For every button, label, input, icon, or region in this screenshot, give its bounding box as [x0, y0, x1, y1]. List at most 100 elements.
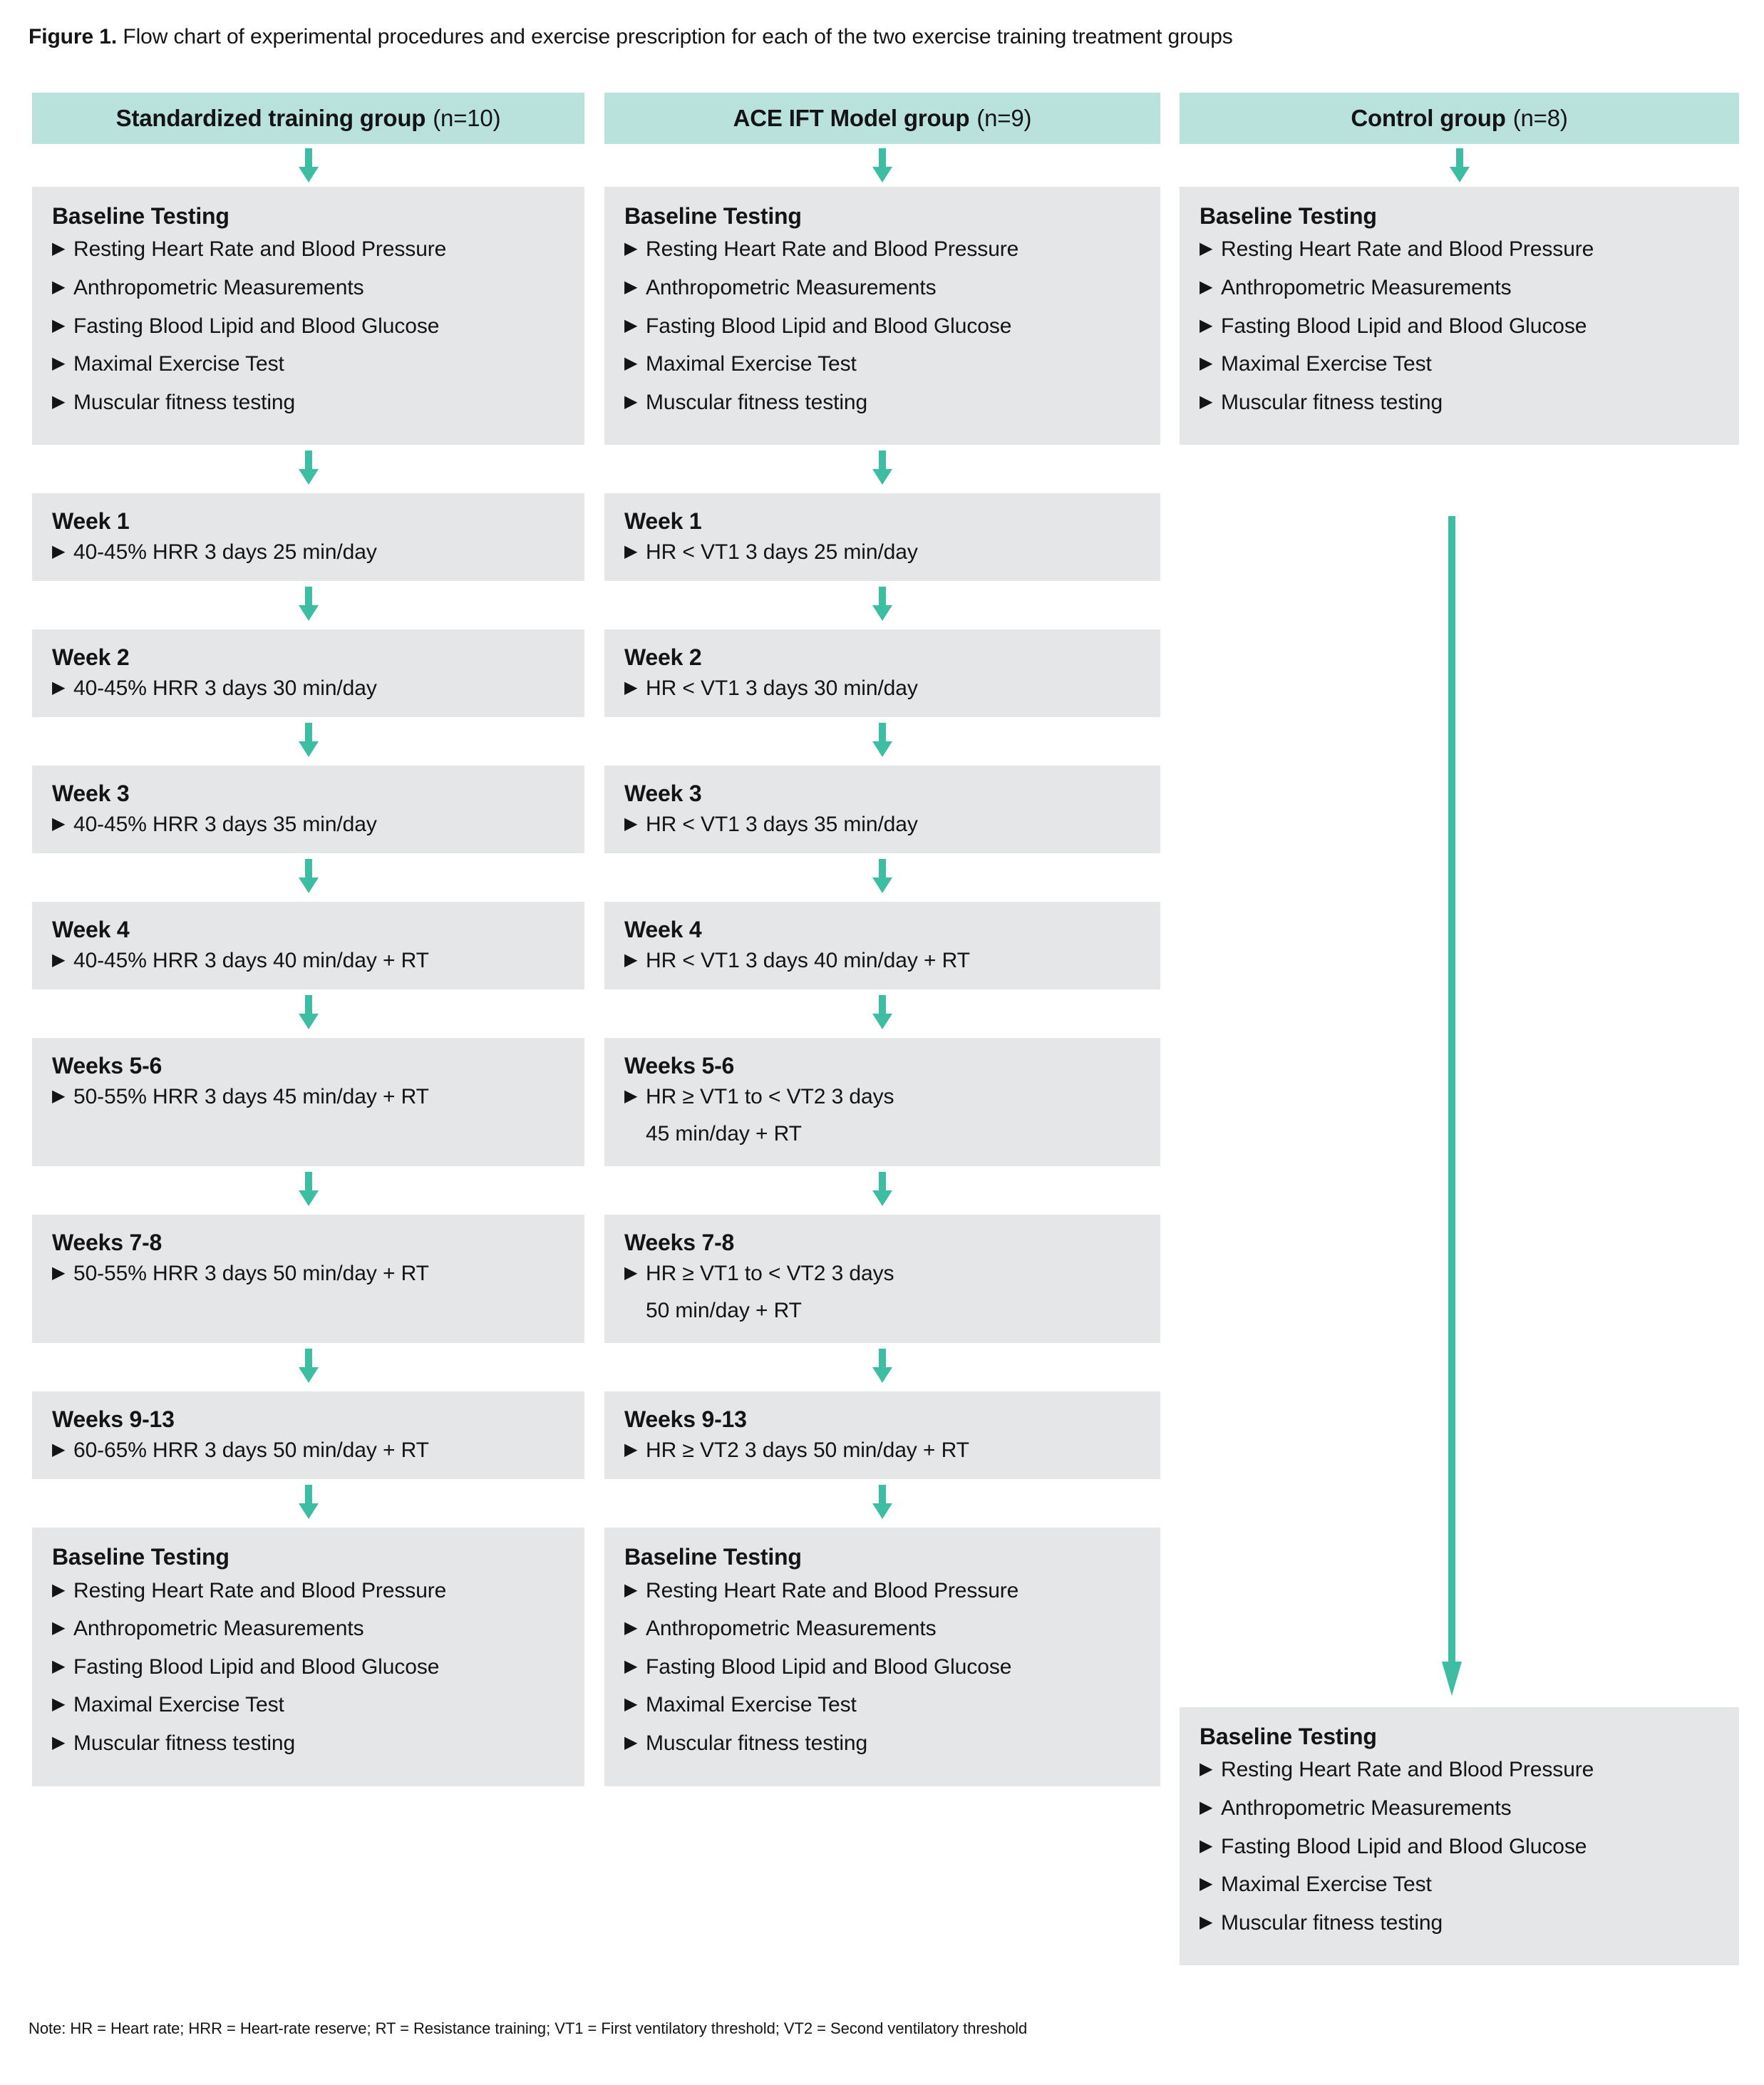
box-item-list: ▶Resting Heart Rate and Blood Pressure ▶… [1200, 1757, 1719, 1936]
connector-arrow [32, 1479, 584, 1528]
box-week-4: Week 4 ▶HR < VT1 3 days 40 min/day + RT [604, 902, 1160, 990]
list-item: ▶Resting Heart Rate and Blood Pressure [1200, 1758, 1594, 1782]
box-week-4: Week 4 ▶40-45% HRR 3 days 40 min/day + R… [32, 902, 584, 990]
list-item: ▶Muscular fitness testing [52, 390, 296, 414]
bullet-triangle-icon: ▶ [1200, 1797, 1213, 1817]
down-arrow-icon [870, 1349, 894, 1384]
list-item: ▶Resting Heart Rate and Blood Pressure [1200, 237, 1594, 262]
down-arrow-icon [296, 587, 321, 622]
connector-arrow [32, 1166, 584, 1215]
box-title: Weeks 9-13 [624, 1406, 747, 1433]
box-baseline-testing-bottom: Baseline Testing ▶Resting Heart Rate and… [32, 1528, 584, 1786]
box-weeks-9-13: Weeks 9-13 ▶60-65% HRR 3 days 50 min/day… [32, 1391, 584, 1480]
week-line-1: HR ≥ VT1 to < VT2 3 days [646, 1084, 894, 1108]
connector-arrow [604, 581, 1160, 629]
bullet-triangle-icon: ▶ [624, 541, 638, 561]
box-title: Weeks 7-8 [52, 1230, 163, 1256]
figure-caption-text: Flow chart of experimental procedures an… [117, 25, 1233, 48]
down-arrow-icon [296, 148, 321, 182]
down-arrow-icon [870, 995, 894, 1030]
week-line-2: 50 min/day + RT [646, 1299, 802, 1323]
bullet-triangle-icon: ▶ [1200, 315, 1213, 335]
bullet-triangle-icon: ▶ [624, 1580, 638, 1600]
connector-arrow [1180, 144, 1739, 187]
box-title: Week 1 [624, 508, 702, 535]
group-header-control: Control group(n=8) [1180, 93, 1739, 144]
bullet-triangle-icon: ▶ [52, 315, 66, 335]
list-item: ▶40-45% HRR 3 days 35 min/day [52, 812, 377, 836]
connector-arrow [604, 1479, 1160, 1528]
down-arrow-icon [870, 587, 894, 622]
down-arrow-icon [870, 859, 894, 894]
bullet-triangle-icon: ▶ [624, 315, 638, 335]
down-arrow-icon [296, 995, 321, 1030]
bullet-triangle-icon: ▶ [52, 1580, 66, 1600]
list-item: ▶Fasting Blood Lipid and Blood Glucose [52, 314, 440, 338]
list-item: ▶HR ≥ VT2 3 days 50 min/day + RT [624, 1438, 969, 1462]
box-item-list: ▶50-55% HRR 3 days 50 min/day + RT [52, 1261, 564, 1287]
box-title: Week 2 [624, 644, 702, 671]
bullet-triangle-icon: ▶ [52, 354, 66, 374]
box-title: Week 3 [624, 781, 702, 807]
column-control-group: Control group(n=8) Baseline Testing ▶Res… [1180, 93, 1739, 446]
box-title: Baseline Testing [624, 1544, 802, 1570]
column-control-group-bottom: Baseline Testing ▶Resting Heart Rate and… [1180, 1707, 1739, 1966]
list-item: ▶Muscular fitness testing [1200, 1910, 1443, 1935]
bullet-triangle-icon: ▶ [52, 541, 66, 561]
box-baseline-testing-top: Baseline Testing ▶Resting Heart Rate and… [604, 187, 1160, 446]
box-item-list: ▶40-45% HRR 3 days 25 min/day [52, 540, 564, 566]
list-item: ▶60-65% HRR 3 days 50 min/day + RT [52, 1438, 429, 1462]
bullet-triangle-icon: ▶ [624, 354, 638, 374]
box-title: Week 2 [52, 644, 130, 671]
box-baseline-testing-bottom: Baseline Testing ▶Resting Heart Rate and… [604, 1528, 1160, 1786]
list-item: ▶HR < VT1 3 days 30 min/day [624, 676, 918, 700]
list-item: ▶Fasting Blood Lipid and Blood Glucose [52, 1654, 440, 1679]
down-arrow-icon [296, 451, 321, 485]
box-weeks-5-6: Weeks 5-6 ▶50-55% HRR 3 days 45 min/day … [32, 1038, 584, 1167]
box-week-1: Week 1 ▶HR < VT1 3 days 25 min/day [604, 493, 1160, 582]
column-standardized-training-group: Standardized training group(n=10) Baseli… [32, 93, 584, 1786]
box-title: Weeks 9-13 [52, 1406, 175, 1433]
figure-caption: Figure 1. Flow chart of experimental pro… [29, 24, 1233, 51]
box-weeks-7-8: Weeks 7-8 ▶50-55% HRR 3 days 50 min/day … [32, 1215, 584, 1344]
list-item: ▶ HR ≥ VT1 to < VT2 3 days 50 min/day + RT [624, 1261, 1140, 1324]
bullet-triangle-icon: ▶ [624, 239, 638, 259]
down-arrow-icon [870, 148, 894, 182]
week-line-1: HR ≥ VT1 to < VT2 3 days [646, 1261, 894, 1285]
box-baseline-testing-top: Baseline Testing ▶Resting Heart Rate and… [32, 187, 584, 446]
list-item: ▶40-45% HRR 3 days 30 min/day [52, 676, 377, 700]
list-item: ▶40-45% HRR 3 days 25 min/day [52, 540, 377, 564]
list-item: ▶Resting Heart Rate and Blood Pressure [52, 237, 447, 262]
list-item: ▶Fasting Blood Lipid and Blood Glucose [1200, 1834, 1587, 1858]
group-header-name: Standardized training group [115, 105, 426, 131]
box-week-3: Week 3 ▶HR < VT1 3 days 35 min/day [604, 766, 1160, 854]
connector-arrow [604, 144, 1160, 187]
bullet-triangle-icon: ▶ [52, 1618, 66, 1638]
connector-arrow [604, 717, 1160, 766]
list-item: ▶Muscular fitness testing [624, 1731, 868, 1756]
connector-arrow [604, 1343, 1160, 1391]
box-title: Weeks 7-8 [624, 1230, 735, 1256]
bullet-triangle-icon: ▶ [624, 1694, 638, 1714]
bullet-triangle-icon: ▶ [624, 1262, 638, 1282]
box-item-list: ▶40-45% HRR 3 days 40 min/day + RT [52, 948, 564, 974]
group-header-count: (n=8) [1512, 105, 1568, 131]
bullet-triangle-icon: ▶ [624, 813, 638, 833]
bullet-triangle-icon: ▶ [52, 1656, 66, 1676]
bullet-triangle-icon: ▶ [624, 677, 638, 697]
down-arrow-icon [870, 1172, 894, 1207]
box-item-list: ▶Resting Heart Rate and Blood Pressure ▶… [624, 1578, 1140, 1757]
box-title: Baseline Testing [1200, 203, 1377, 229]
bullet-triangle-icon: ▶ [52, 1694, 66, 1714]
list-item: ▶HR < VT1 3 days 35 min/day [624, 812, 918, 836]
group-header-count: (n=9) [976, 105, 1032, 131]
box-title: Weeks 5-6 [52, 1053, 163, 1079]
figure-note: Note: HR = Heart rate; HRR = Heart-rate … [29, 2019, 1028, 2037]
list-item: ▶Anthropometric Measurements [1200, 1796, 1512, 1820]
list-item: ▶Resting Heart Rate and Blood Pressure [624, 1578, 1019, 1602]
bullet-triangle-icon: ▶ [1200, 1874, 1213, 1894]
list-item: ▶Anthropometric Measurements [52, 275, 364, 299]
bullet-triangle-icon: ▶ [624, 1656, 638, 1676]
bullet-triangle-icon: ▶ [624, 949, 638, 969]
